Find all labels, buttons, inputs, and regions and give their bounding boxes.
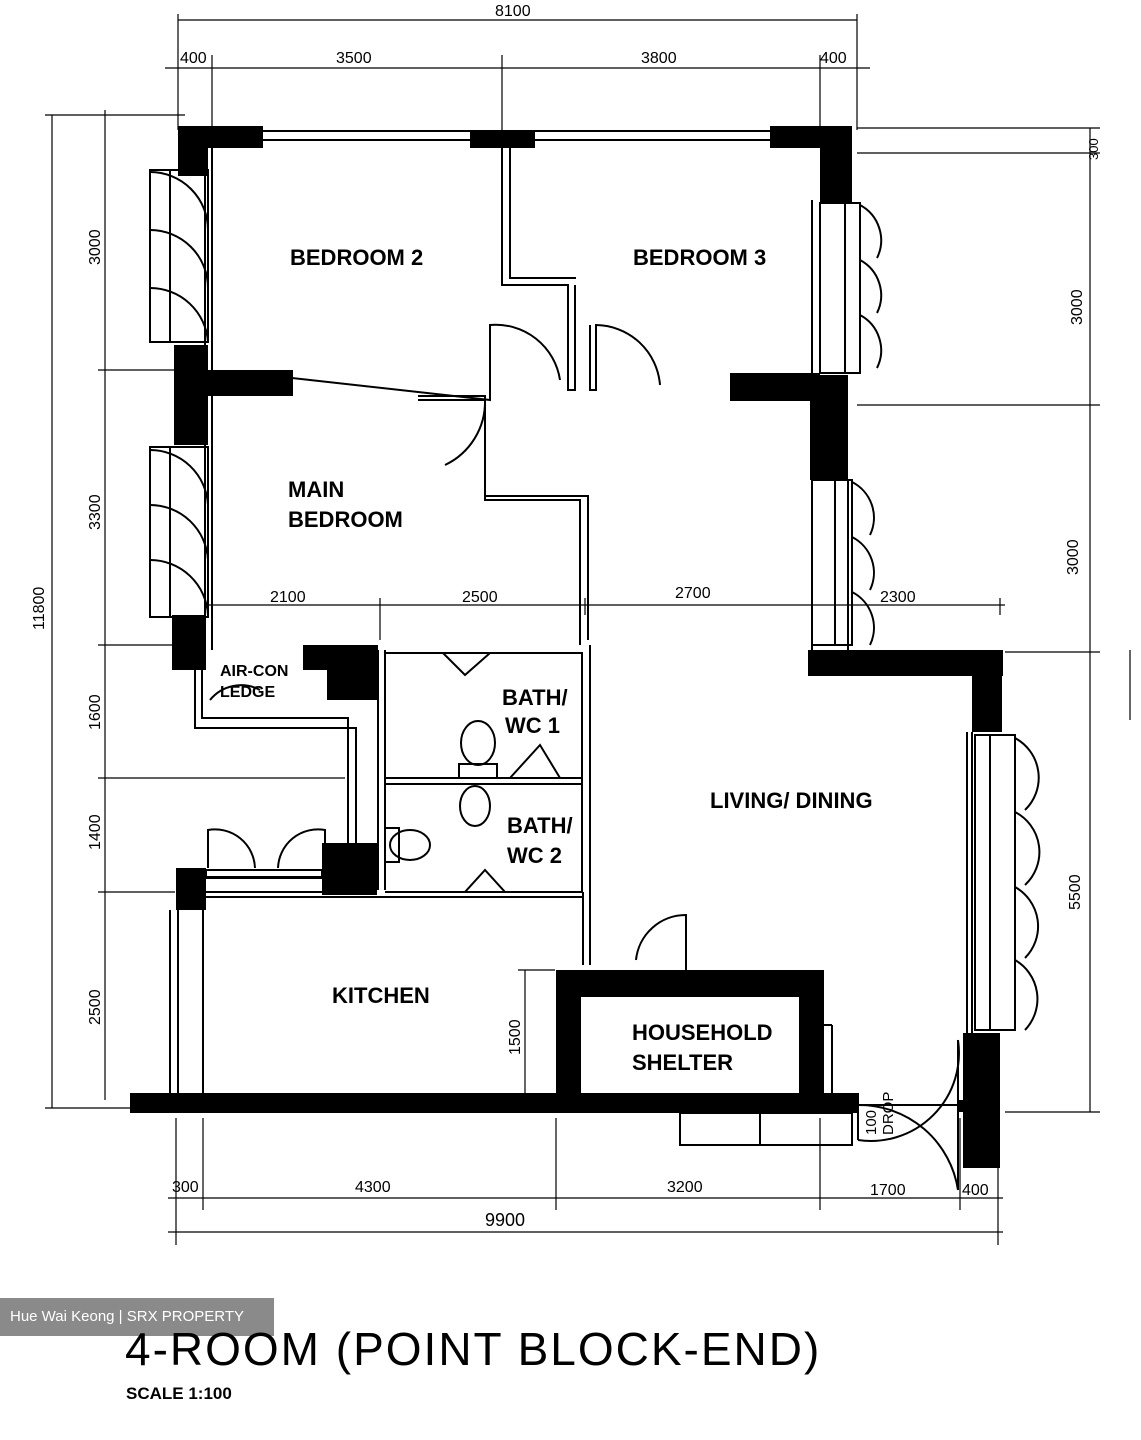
dim-right-5500: 5500	[1067, 874, 1084, 910]
room-label-main-bedroom-line2: BEDROOM	[288, 507, 403, 532]
dim-left-3300: 3300	[87, 494, 104, 530]
room-label-household-shelter-line1: HOUSEHOLD	[632, 1020, 773, 1045]
kitchen-counter-icon	[205, 869, 323, 879]
room-label-household-shelter-line2: SHELTER	[632, 1050, 733, 1075]
plan-scale: SCALE 1:100	[126, 1384, 232, 1403]
dim-mid-2100: 2100	[270, 589, 306, 606]
dim-left-1600: 1600	[87, 694, 104, 730]
right-dimension-lines	[857, 127, 1131, 1113]
dim-top-3500: 3500	[336, 50, 372, 67]
room-label-bath-wc1-line1: BATH/	[502, 685, 568, 710]
fixtures	[205, 684, 561, 879]
room-label-kitchen: KITCHEN	[332, 983, 430, 1008]
dim-top-400a: 400	[180, 50, 207, 67]
label-drop-text: DROP	[880, 1092, 897, 1135]
doors	[207, 323, 960, 1191]
dim-left-3000: 3000	[87, 229, 104, 265]
dim-bottom-400: 400	[962, 1182, 989, 1199]
plan-title: 4-ROOM (POINT BLOCK-END)	[125, 1323, 822, 1375]
windows	[149, 169, 1041, 1031]
dim-right-300: 300	[1086, 138, 1101, 160]
room-label-aircon-ledge-line2: LEDGE	[220, 684, 275, 701]
toilet-1-icon	[460, 720, 496, 766]
dim-bottom-3200: 3200	[667, 1179, 703, 1196]
room-label-bedroom-2: BEDROOM 2	[290, 245, 423, 270]
room-label-bath-wc2-line2: WC 2	[507, 843, 562, 868]
left-dimension-lines	[45, 110, 345, 1109]
dim-bottom-total: 9900	[485, 1210, 525, 1230]
bottom-dimension-lines	[168, 1118, 1003, 1245]
dim-bottom-4300: 4300	[355, 1179, 391, 1196]
partitions	[169, 140, 973, 1146]
dim-right-3000a: 3000	[1069, 289, 1086, 325]
dim-top-3800: 3800	[641, 50, 677, 67]
walls	[130, 126, 1003, 1168]
dim-mid-2500: 2500	[462, 589, 498, 606]
room-labels: BEDROOM 2 BEDROOM 3 MAIN BEDROOM AIR-CON…	[220, 245, 897, 1135]
dim-left-total: 11800	[31, 587, 48, 630]
dim-bottom-300: 300	[172, 1179, 199, 1196]
room-label-bath-wc2-line1: BATH/	[507, 813, 573, 838]
room-label-living-dining: LIVING/ DINING	[710, 788, 873, 813]
label-drop-value: 100	[863, 1110, 880, 1135]
toilet-2-icon	[389, 829, 431, 861]
dim-left-1400: 1400	[87, 814, 104, 850]
dim-mid-2300: 2300	[880, 589, 916, 606]
top-dimension-lines	[165, 14, 870, 130]
toilet-2-tank-icon	[384, 827, 400, 863]
dim-mid-1500: 1500	[507, 1019, 524, 1055]
dim-right-3000b: 3000	[1065, 539, 1082, 575]
room-label-main-bedroom-line1: MAIN	[288, 477, 344, 502]
dim-left-2500: 2500	[87, 989, 104, 1025]
watermark-label: Hue Wai Keong | SRX PROPERTY	[0, 1298, 274, 1336]
middle-dimension-lines	[205, 598, 1005, 1095]
floor-plan-drawing: BEDROOM 2 BEDROOM 3 MAIN BEDROOM AIR-CON…	[31, 3, 1131, 1245]
dim-bottom-1700: 1700	[870, 1182, 906, 1199]
shower-icon	[459, 785, 491, 827]
sink-icon	[509, 743, 561, 779]
toilet-1-tank-icon	[458, 763, 498, 779]
room-label-bedroom-3: BEDROOM 3	[633, 245, 766, 270]
aircon-unit-icon	[209, 684, 261, 701]
dim-mid-2700: 2700	[675, 585, 711, 602]
dimension-labels: 8100 400 3500 3800 400 11800 3000 3300 1…	[31, 3, 1101, 1230]
room-label-aircon-ledge-line1: AIR-CON	[220, 663, 288, 680]
room-label-bath-wc1-line2: WC 1	[505, 713, 560, 738]
dim-top-400b: 400	[820, 50, 847, 67]
dim-top-total: 8100	[495, 3, 531, 20]
